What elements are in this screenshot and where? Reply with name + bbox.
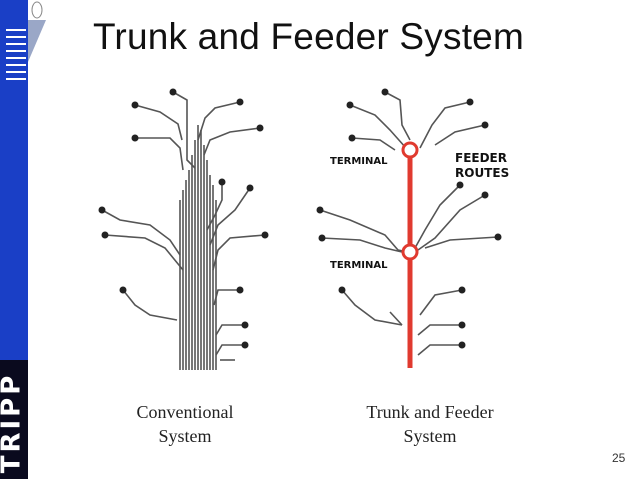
terminal-bottom-marker — [401, 243, 419, 261]
trunk-feeder-network — [319, 91, 499, 356]
terminal-top-label: TERMINAL — [330, 156, 388, 167]
feeder-routes-label-line2: ROUTES — [455, 166, 509, 180]
trunk-feeder-caption-line1: Trunk and Feeder — [366, 402, 494, 422]
conventional-caption-line1: Conventional — [136, 402, 234, 422]
terminal-bottom-label: TERMINAL — [330, 260, 388, 271]
sidebar-band: TRIPP — [0, 0, 46, 479]
conventional-caption-line2: System — [158, 426, 212, 446]
feeder-routes-label-line1: FEEDER — [455, 151, 507, 165]
conventional-caption: Conventional System — [110, 400, 260, 448]
emblem-icon — [6, 1, 46, 80]
network-diagram: TERMINAL TERMINAL FEEDER ROUTES — [98, 88, 509, 370]
trunk-feeder-caption: Trunk and Feeder System — [340, 400, 520, 448]
conventional-stops — [98, 88, 269, 349]
slide-title: Trunk and Feeder System — [93, 16, 524, 57]
conventional-bundle — [179, 125, 217, 370]
page-number: 25 — [612, 451, 626, 465]
terminal-top-marker — [401, 141, 419, 159]
trunk-feeder-stops — [316, 88, 502, 349]
conventional-network — [101, 91, 266, 370]
brand-label: TRIPP — [0, 372, 27, 474]
trunk-feeder-caption-line2: System — [403, 426, 457, 446]
sidebar-dark-band — [0, 360, 28, 479]
